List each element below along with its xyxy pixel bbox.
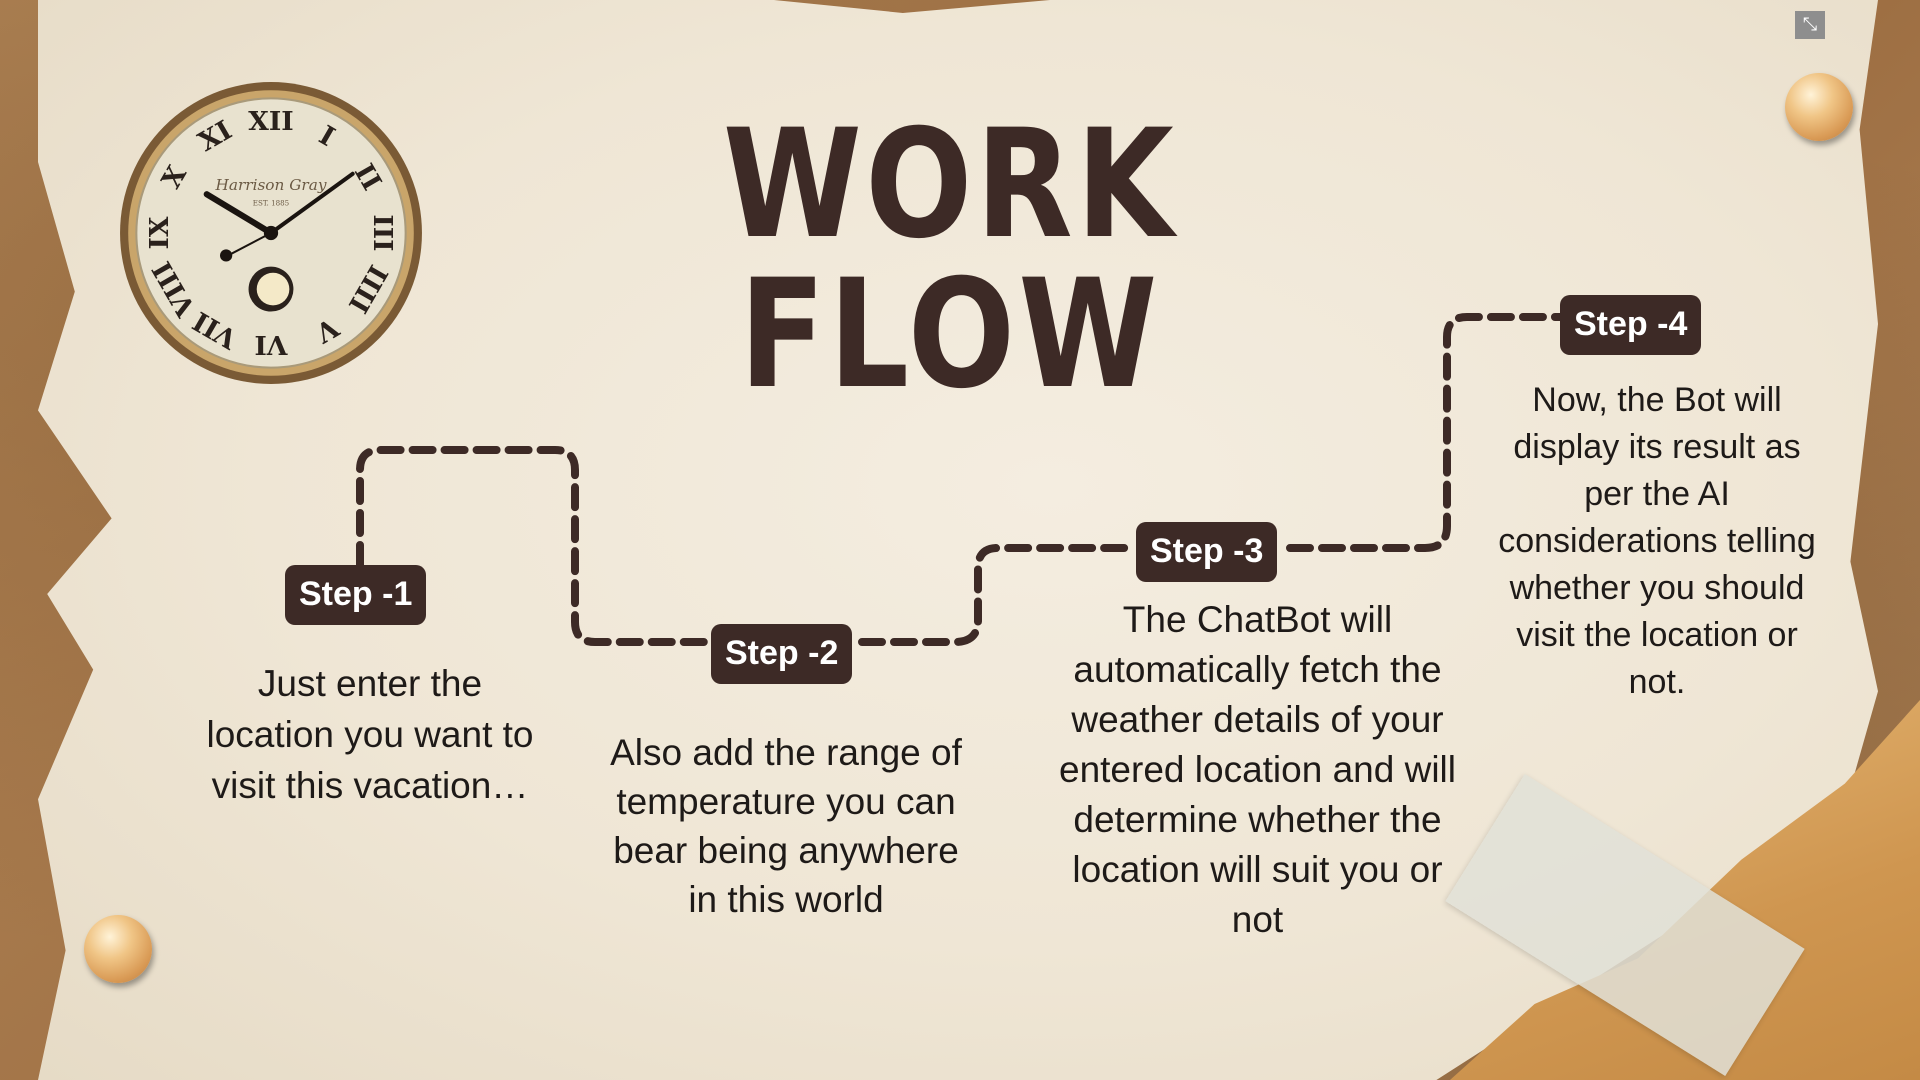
step-3-description: The ChatBot will automatically fetch the… [1059, 599, 1456, 940]
step-4-description: Now, the Bot will display its result as … [1498, 381, 1816, 701]
clock-numeral: III [367, 214, 398, 251]
clock-numeral: XII [248, 106, 293, 137]
step-2-description: Also add the range of temperature you ca… [610, 732, 962, 920]
step-1-description: Just enter the location you want to visi… [206, 663, 534, 806]
step-2-badge: Step -2 [711, 624, 853, 684]
pin-top-right [1785, 73, 1853, 141]
step-4-badge: Step -4 [1560, 295, 1702, 355]
clock-numeral: VI [255, 329, 289, 360]
step-3-badge: Step -3 [1136, 522, 1278, 582]
page-title: WORK FLOW [722, 98, 1178, 422]
pin-bottom-left [84, 915, 152, 983]
clock-brand: Harrison Gray [215, 176, 327, 194]
step-1-badge: Step -1 [285, 565, 427, 625]
clock-numeral: IX [144, 216, 175, 249]
exit-fullscreen-icon[interactable]: ⤡ [1795, 11, 1825, 39]
clock-est: EST. 1885 [253, 198, 289, 207]
